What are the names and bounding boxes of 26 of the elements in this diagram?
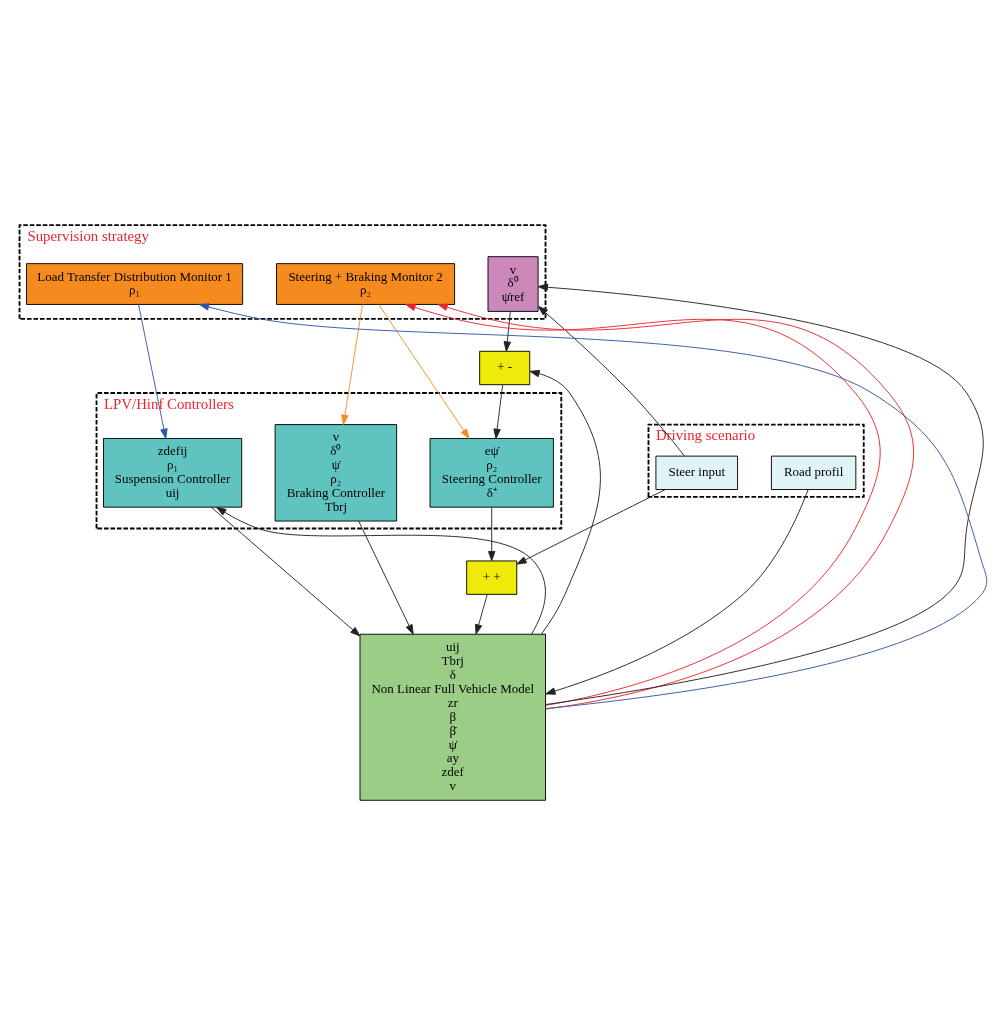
node-box: Steer input [655,455,738,490]
node-box: Steering + Braking Monitor 2 ρ₂ [276,262,456,305]
arrow [537,283,984,705]
arrow [358,520,414,635]
node-box: eψ̇ ρ₂ Steering Controller δ⁺ [429,437,554,508]
node-box: v δ⁰ ψ̇ref [487,255,539,312]
arrow [210,506,361,636]
arrow [529,369,601,634]
arrow [199,302,988,709]
node-box: + - [479,350,531,385]
arrow [537,305,685,456]
arrow [378,303,470,439]
node-box: zdefij ρ₁ Suspension Controller uij [103,437,243,508]
node-box: + + [466,560,518,595]
node-box: v δ⁰ ψ̇ ρ₂ Braking Controller Tbrj [274,423,398,522]
node-box: uij Tbrj δ Non Linear Full Vehicle Model zr β β̇ ψ̇ ay zdef v [359,633,546,801]
arrow [516,488,666,565]
arrow [475,593,488,634]
node-box: Road profil [770,455,857,490]
arrow [493,384,504,439]
arrow [503,310,511,352]
node-box: Load Transfer Distribution Monitor 1 ρ₁ [26,262,244,305]
arrow [488,506,496,561]
arrow [138,303,168,439]
arrow [341,303,363,425]
arrow [216,506,546,635]
